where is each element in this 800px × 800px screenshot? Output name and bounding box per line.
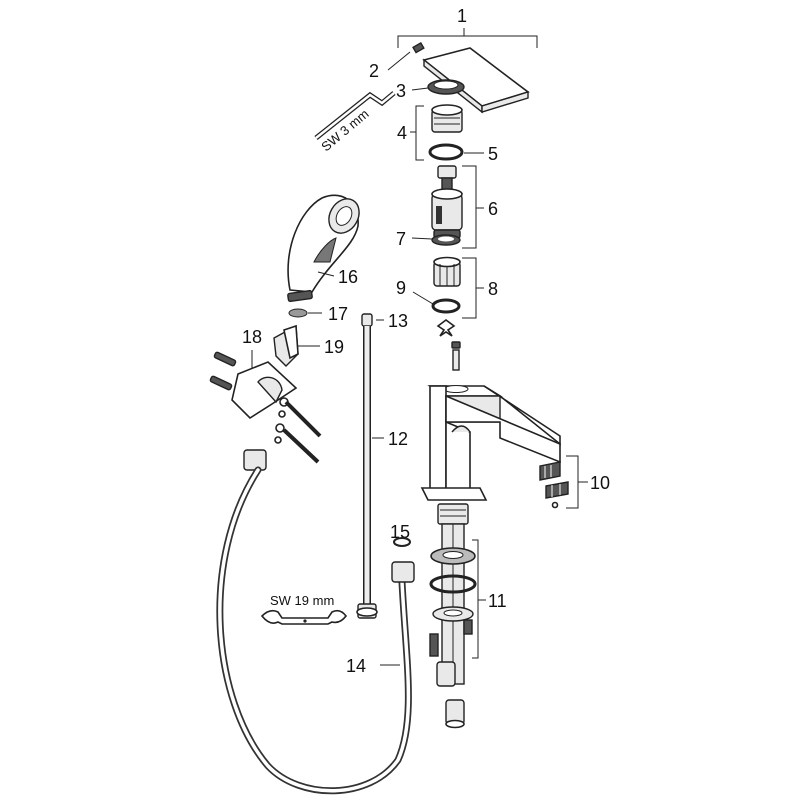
seals-7: 7 bbox=[396, 229, 461, 249]
callout-6: 6 bbox=[488, 199, 498, 219]
callout-3: 3 bbox=[396, 81, 406, 101]
callout-10: 10 bbox=[590, 473, 610, 493]
mounting-set: 11 bbox=[429, 503, 507, 729]
washer-15: 15 bbox=[390, 522, 411, 547]
callout-5: 5 bbox=[488, 144, 498, 164]
faucet-body bbox=[420, 341, 561, 501]
washer-17: 17 bbox=[288, 304, 348, 324]
callout-16: 16 bbox=[338, 267, 358, 287]
callout-1-group: 1 bbox=[397, 6, 538, 48]
wall-bracket-set: 18 bbox=[209, 327, 322, 464]
threaded-cap: 4 bbox=[397, 104, 463, 161]
grub-screw: 2 bbox=[369, 41, 425, 81]
callout-18: 18 bbox=[242, 327, 262, 347]
callout-15: 15 bbox=[390, 522, 410, 542]
adapter-ring: 3 bbox=[396, 79, 465, 101]
callout-2: 2 bbox=[369, 61, 379, 81]
wrench-tool: SW 19 mm bbox=[260, 593, 348, 625]
callout-14: 14 bbox=[346, 656, 366, 676]
hex-key-tool: SW 3 mm bbox=[314, 91, 396, 154]
callout-9: 9 bbox=[396, 278, 406, 298]
callout-12: 12 bbox=[388, 429, 408, 449]
callout-4: 4 bbox=[397, 123, 407, 143]
callout-17: 17 bbox=[328, 304, 348, 324]
hand-shower: 16 bbox=[287, 194, 360, 303]
callout-7: 7 bbox=[396, 229, 406, 249]
aerator-parts: 10 bbox=[539, 455, 610, 509]
holder-clip: 19 bbox=[273, 324, 344, 367]
callout-1: 1 bbox=[457, 6, 467, 26]
shower-hose: 14 bbox=[216, 449, 415, 795]
o-ring-5: 5 bbox=[428, 143, 498, 164]
callout-13: 13 bbox=[388, 311, 408, 331]
callout-19: 19 bbox=[324, 337, 344, 357]
connection-hose: 13 12 bbox=[356, 311, 408, 619]
insert-8: 8 bbox=[433, 256, 498, 319]
callout-8: 8 bbox=[488, 279, 498, 299]
o-ring-9: 9 bbox=[396, 278, 461, 337]
callout-11: 11 bbox=[488, 591, 507, 611]
wrench-label: SW 19 mm bbox=[270, 593, 334, 608]
